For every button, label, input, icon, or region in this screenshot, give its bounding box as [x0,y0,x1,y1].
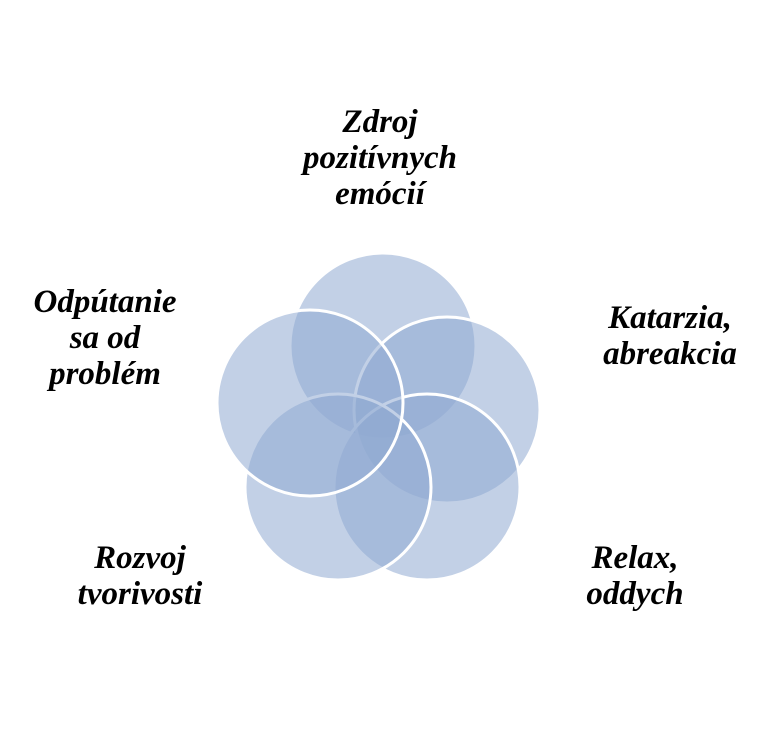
label-top: Zdroj pozitívnych emócií [260,104,500,212]
label-top-line-3: emócií [335,176,425,212]
label-bottom-left-line-1: Rozvoj [94,540,186,576]
label-top-line-1: Zdroj [342,104,418,140]
label-left-line-2: sa od [69,320,141,356]
label-bottom-right: Relax, oddych [555,540,715,612]
label-left-line-3: problém [49,356,161,392]
label-left: Odpútanie sa od problém [5,284,205,392]
label-bottom-left-line-2: tvorivosti [77,576,203,612]
circles-group [215,251,542,582]
label-right-line-1: Katarzia, [608,300,732,336]
label-right: Katarzia, abreakcia [570,300,767,372]
label-left-line-1: Odpútanie [33,284,177,320]
label-top-line-2: pozitívnych [303,140,457,176]
label-bottom-right-line-2: oddych [586,576,684,612]
label-bottom-right-line-1: Relax, [591,540,679,576]
label-right-line-2: abreakcia [603,336,737,372]
circle-left [215,308,405,498]
label-bottom-left: Rozvoj tvorivosti [40,540,240,612]
